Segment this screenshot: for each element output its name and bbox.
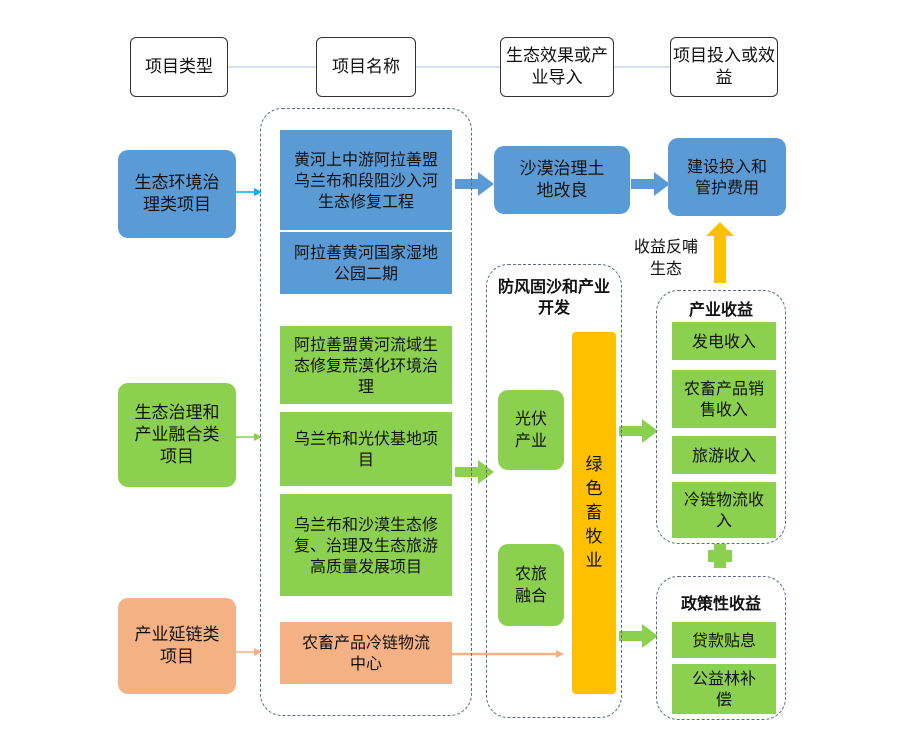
header-project-type: 项目类型: [130, 37, 228, 97]
project-desertification-control: 阿拉善盟黄河流域生态修复荒漠化环境治理: [280, 326, 452, 404]
return-forest: 公益林补偿: [672, 664, 776, 714]
header-project-type-label: 项目类型: [145, 57, 213, 77]
feedback-label: 收益反哺生态: [633, 237, 698, 278]
effect-desert-label: 沙漠治理土地改良: [519, 159, 605, 201]
header-effect-label: 生态效果或产业导入: [506, 46, 608, 88]
arrow-to-desert: [455, 172, 494, 196]
effect-pv-label: 光伏产业: [514, 409, 547, 450]
arrow-to-pv: [455, 460, 494, 484]
effect-desert-control: 沙漠治理土地改良: [494, 146, 630, 214]
project-p6-label: 农畜产品冷链物流中心: [301, 633, 430, 673]
header-project-name: 项目名称: [316, 37, 416, 97]
return-loan: 贷款贴息: [672, 622, 776, 658]
return-agri-sales-label: 农畜产品销售收入: [683, 379, 764, 419]
project-p5-label: 乌兰布和沙漠生态修复、治理及生态旅游高质量发展项目: [293, 514, 438, 576]
project-wetland-park: 阿拉善黄河国家湿地公园二期: [280, 232, 452, 294]
category-chain: 产业延链类项目: [118, 598, 236, 694]
return-power-label: 发电收入: [691, 331, 756, 351]
return-cold-chain-label: 冷链物流收入: [683, 490, 764, 530]
arrow-to-policy-returns: [619, 624, 658, 648]
return-agri-sales: 农畜产品销售收入: [672, 370, 776, 428]
windbreak-group: [486, 264, 622, 718]
return-cold-chain: 冷链物流收入: [672, 482, 776, 538]
effect-green-livestock: 绿色畜牧业: [572, 332, 616, 694]
header-return-label: 项目投入或效益: [673, 46, 775, 88]
project-p3-label: 阿拉善盟黄河流域生态修复荒漠化环境治理: [293, 334, 438, 396]
project-pv-base: 乌兰布和光伏基地项目: [280, 412, 452, 486]
project-group: [260, 108, 472, 716]
category-chain-label: 产业延链类项目: [134, 625, 220, 667]
effect-agri-tourism: 农旅融合: [498, 544, 564, 626]
effect-pv-industry: 光伏产业: [498, 390, 564, 470]
return-investment: 建设投入和管护费用: [668, 138, 786, 216]
category-eco-industry: 生态治理和产业融合类项目: [118, 383, 236, 487]
category-eco-env: 生态环境治理类项目: [118, 150, 236, 238]
arrow-to-industry-returns: [619, 419, 658, 443]
policy-returns-group: [656, 576, 786, 720]
effect-green-livestock-label: 绿色畜牧业: [585, 455, 603, 571]
return-loan-label: 贷款贴息: [691, 630, 756, 650]
return-power: 发电收入: [672, 322, 776, 360]
return-investment-label: 建设投入和管护费用: [686, 157, 767, 197]
return-forest-label: 公益林补偿: [691, 669, 756, 709]
category-eco-industry-label: 生态治理和产业融合类项目: [134, 403, 220, 467]
return-tourism: 旅游收入: [672, 436, 776, 474]
windbreak-title: 防风固沙和产业开发: [497, 277, 610, 317]
category-eco-env-label: 生态环境治理类项目: [134, 173, 220, 215]
arrow-to-invest: [631, 172, 670, 196]
policy-returns-title: 政策性收益: [680, 594, 761, 613]
industry-returns-title: 产业收益: [688, 300, 753, 319]
return-tourism-label: 旅游收入: [691, 445, 756, 465]
project-yellow-river-restoration: 黄河上中游阿拉善盟乌兰布和段阻沙入河生态修复工程: [280, 130, 452, 230]
project-p1-label: 黄河上中游阿拉善盟乌兰布和段阻沙入河生态修复工程: [293, 149, 438, 211]
header-effect: 生态效果或产业导入: [500, 37, 614, 97]
project-cold-chain: 农畜产品冷链物流中心: [280, 622, 452, 684]
project-p2-label: 阿拉善黄河国家湿地公园二期: [293, 243, 438, 283]
plus-icon: [708, 544, 732, 568]
project-desert-tourism: 乌兰布和沙漠生态修复、治理及生态旅游高质量发展项目: [280, 494, 452, 596]
arrow-feedback: [706, 222, 734, 283]
effect-agri-tour-label: 农旅融合: [514, 564, 547, 605]
header-return: 项目投入或效益: [670, 37, 778, 97]
header-project-name-label: 项目名称: [332, 57, 400, 77]
project-p4-label: 乌兰布和光伏基地项目: [293, 429, 438, 469]
industry-returns-group: [656, 290, 786, 544]
